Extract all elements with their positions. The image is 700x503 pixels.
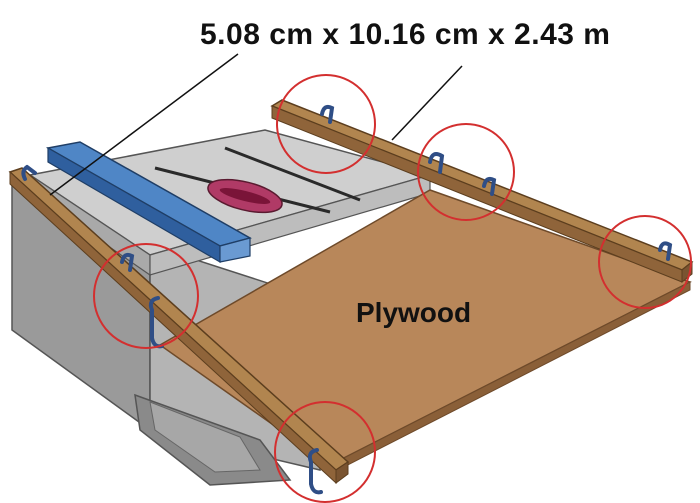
- plywood-label: Plywood: [356, 297, 472, 328]
- highlight-circle: [276, 74, 376, 174]
- miter-slot-right: [224, 146, 361, 202]
- highlight-circles: [93, 74, 692, 503]
- rail-right-end: [681, 260, 693, 284]
- highlight-circle: [598, 215, 692, 309]
- c-clamp-icon: [21, 165, 37, 181]
- c-clamp-icon: [428, 152, 445, 174]
- c-clamp-icon: [320, 104, 335, 124]
- highlight-circle: [93, 243, 199, 349]
- rail-left-face: [9, 170, 337, 485]
- c-clamp-icon: [482, 176, 497, 196]
- highlight-circle: [417, 123, 515, 221]
- rail-board-left: [8, 167, 350, 485]
- c-clamp-icon: [120, 252, 135, 272]
- c-clamp-icon: [658, 241, 673, 261]
- leader-line-right: [391, 65, 463, 141]
- leader-line-left: [49, 53, 239, 196]
- saw-stand-inner: [149, 401, 261, 473]
- dimensions-label: 5.08 cm x 10.16 cm x 2.43 m: [200, 18, 611, 51]
- rip-fence: [45, 141, 252, 264]
- c-clamp-icon: [307, 448, 323, 495]
- rip-fence-end: [219, 237, 251, 263]
- callout-leaders: [49, 53, 463, 196]
- highlight-circle: [274, 401, 376, 503]
- blade-slot: [219, 188, 271, 204]
